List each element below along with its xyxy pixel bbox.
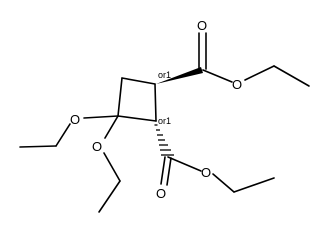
carbonyl-o-top: O — [197, 18, 207, 33]
ethoxy-left-bond-2 — [55, 123, 71, 147]
ring-bond-bottom — [117, 115, 157, 122]
ethoxy-lower-bond-2 — [103, 152, 121, 182]
ester-bond-top — [202, 69, 233, 83]
hashed-bond-bottom — [154, 124, 174, 156]
ethoxy-o-lower: O — [92, 139, 102, 154]
ethyl-bond-top-2 — [273, 65, 310, 87]
ethoxy-o-left: O — [70, 112, 80, 127]
stereo-label-c2: or1 — [158, 116, 171, 126]
ring-bond-top — [121, 77, 156, 85]
ethyl-bond-bottom-2 — [233, 177, 275, 193]
wedge-bond-top — [156, 67, 203, 84]
ring-bond-right — [154, 83, 157, 122]
ethoxy-left-bond-1 — [83, 115, 119, 119]
stereo-label-c1: or1 — [158, 70, 171, 80]
carbonyl-bond-bottom-2 — [166, 157, 172, 186]
ethoxy-lower-bond-1 — [104, 115, 119, 139]
ethoxy-left-bond-3 — [19, 145, 57, 148]
ethoxy-lower-bond-3 — [98, 180, 121, 213]
ester-o-top: O — [232, 77, 242, 92]
ethyl-bond-bottom-1 — [212, 173, 235, 193]
carbonyl-o-bottom: O — [156, 186, 166, 201]
ester-o-bottom: O — [201, 165, 211, 180]
ester-bond-bottom — [167, 156, 202, 172]
ethyl-bond-top-1 — [244, 65, 275, 81]
ring-bond-left — [117, 77, 123, 117]
carbonyl-bond-bottom-1 — [160, 156, 166, 185]
